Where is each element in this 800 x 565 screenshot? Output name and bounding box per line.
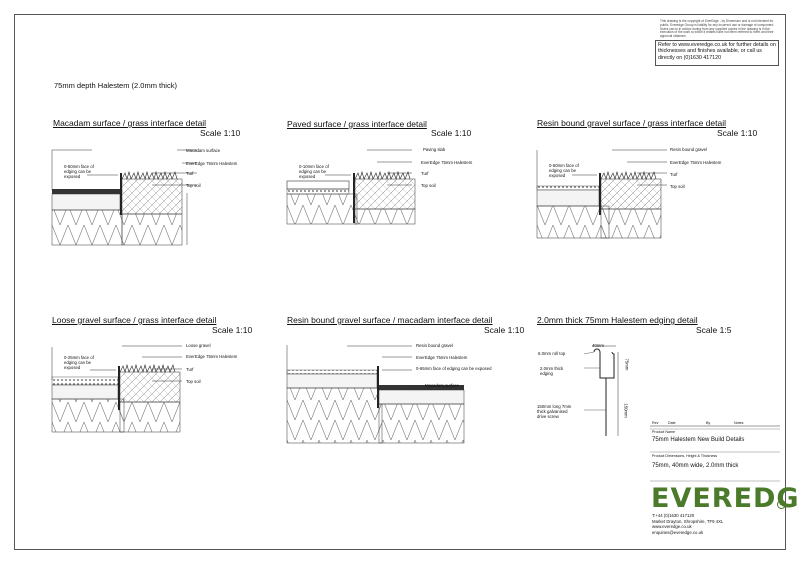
drawing-sheet-border (14, 14, 786, 550)
detail-title: Paved surface / grass interface detail (287, 119, 427, 129)
detail-scale: Scale 1:10 (431, 128, 472, 138)
product-dimensions: 75mm, 40mm wide, 2.0mm thick (652, 463, 739, 469)
detail-title: Resin bound gravel surface / macadam int… (287, 315, 493, 325)
label-face-note: 0-50mm face of edging can be exposed (64, 164, 94, 179)
refer-note-box: Refer to www.everedge.co.uk for further … (655, 40, 779, 66)
label-surface: Loose gravel (186, 343, 211, 348)
dimensions-label: Product Dimensions, Height & Thickness (652, 454, 718, 458)
dim-screw-length: 150mm (623, 403, 629, 418)
registered-mark-icon: R (777, 500, 786, 509)
col-date: Date (668, 421, 676, 425)
label-turf: Turf (670, 172, 678, 177)
detail-title: Resin bound gravel surface / grass inter… (537, 118, 726, 128)
detail-scale: Scale 1:10 (484, 325, 525, 335)
everedge-logo: EVEREDGE (651, 483, 800, 514)
label-topsoil: Top soil (186, 379, 201, 384)
address-line: Market Drayton, Shropshire, TF9 4XL (652, 518, 724, 524)
label-face-note: 0-10mm face of edging can be exposed (299, 164, 329, 179)
label-edging: EverEdge 75mm Halestem (416, 355, 468, 360)
label-surface: Paving slab (423, 147, 446, 152)
detail-title: Macadam surface / grass interface detail (53, 118, 207, 128)
product-name-label: Product Name (652, 430, 675, 434)
product-name: 75mm Halestem New Build Details (652, 437, 745, 443)
label-edging: EverEdge 75mm Halestem (670, 160, 722, 165)
section-drawing (536, 149, 667, 239)
address-line: www.everedge.co.uk (652, 524, 692, 530)
label-face-note: 0-25mm face of edging can be exposed (64, 355, 94, 370)
section-drawing (286, 345, 465, 444)
detail-scale: Scale 1:10 (200, 128, 241, 138)
label-edging: EverEdge 75mm Halestem (186, 161, 238, 166)
section-drawing (286, 149, 416, 225)
section-drawing (51, 345, 182, 433)
detail-title: 2.0mm thick 75mm Halestem edging detail (537, 315, 698, 325)
label-macadam: Macadam surface (425, 383, 460, 388)
dim-height: 75mm (624, 358, 630, 371)
label-edging: EverEdge 75mm Halestem (186, 354, 238, 359)
label-turf: Turf (186, 171, 194, 176)
depth-title: 75mm depth Halestem (2.0mm thick) (54, 81, 177, 90)
label-surface: Macadam surface (186, 148, 221, 153)
label-turf: Turf (421, 171, 429, 176)
title-block-lines (650, 425, 780, 482)
label-turf: Turf (186, 367, 194, 372)
label-edging: EverEdge 75mm Halestem (421, 160, 473, 165)
label-topsoil: Top soil (186, 183, 201, 188)
address-line: enquiries@everedge.co.uk (652, 529, 704, 535)
company-address: T:+44 (0)1630 417120 Market Drayton, Shr… (652, 513, 723, 535)
label-surface: Resin bound gravel (670, 147, 708, 152)
label-edging-thickness: 2.0mm thick edging (540, 366, 564, 376)
detail-scale: Scale 1:5 (696, 325, 732, 335)
label-topsoil: Top soil (421, 183, 436, 188)
detail-scale: Scale 1:10 (212, 325, 253, 335)
label-roll-top: 6.0mm roll top (538, 351, 566, 356)
dim-width: 40mm (592, 343, 604, 348)
detail-scale: Scale 1:10 (717, 128, 758, 138)
section-drawing (51, 149, 197, 246)
address-line: T:+44 (0)1630 417120 (652, 513, 695, 518)
copyright-note: This drawing is the copyright of EverEdg… (660, 19, 775, 39)
col-notes: Notes (734, 421, 744, 425)
label-face-note: 0-65mm face of edging can be exposed (416, 366, 492, 371)
edging-profile-drawing (583, 345, 619, 436)
label-surface: Resin bound gravel (416, 343, 454, 348)
label-drive-screw: 150mm long 7mm thick galvanised drive sc… (537, 404, 572, 419)
label-face-note: 0-50mm face of edging can be exposed (549, 163, 579, 178)
label-topsoil: Top soil (670, 184, 685, 189)
detail-title: Loose gravel surface / grass interface d… (52, 315, 217, 325)
col-by: By (706, 421, 711, 425)
col-rev: Rev (652, 421, 659, 425)
